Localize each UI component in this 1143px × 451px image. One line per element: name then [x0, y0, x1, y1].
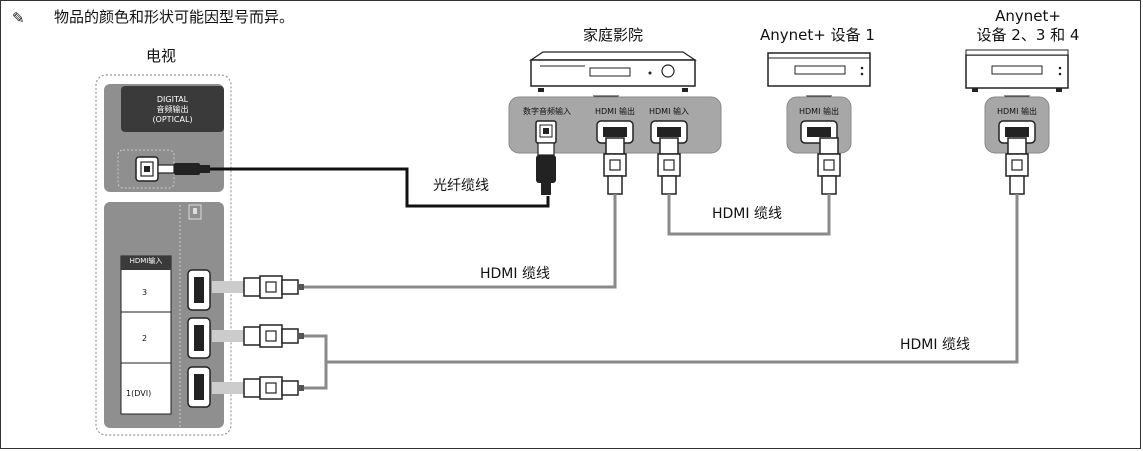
tv-hdmi-port-3-label: 3 — [142, 288, 148, 297]
tv-hdmi-socket-1 — [187, 366, 211, 408]
tv-outline — [95, 74, 232, 436]
home-theater-title: 家庭影院 — [583, 26, 644, 44]
hdmi-cable-label-c: HDMI 缆线 — [900, 337, 970, 353]
optical-cable — [157, 142, 556, 208]
hdmi-cable-label-b: HDMI 缆线 — [480, 266, 550, 282]
anynet1-title: Anynet+ 设备 1 — [760, 26, 875, 44]
tv-hdmi-port-1-label: 1(DVI) — [126, 389, 152, 398]
anynet234-title-line2: 设备 2、3 和 4 — [976, 26, 1080, 44]
tv-optical-label-line2: 音频输出 — [156, 105, 189, 114]
ht-port-hdmi-out-label: HDMI 输出 — [595, 107, 635, 116]
anynet234-title-line1: Anynet+ — [995, 7, 1061, 25]
hdmi-cable-anynet1 — [657, 137, 841, 236]
tv-hdmi-socket-2 — [187, 317, 211, 359]
ht-port-hdmi-in-label: HDMI 输入 — [649, 107, 689, 116]
tv-optical-label-line1: DIGITAL — [156, 95, 189, 104]
anynet234-device — [965, 49, 1069, 92]
tv-optical-label-box — [121, 86, 224, 132]
anynet1-device — [767, 52, 871, 87]
home-theater-device — [529, 51, 697, 92]
anynet1-port-label: HDMI 输出 — [799, 107, 839, 116]
tv-hdmi-port-2-label: 2 — [142, 334, 148, 343]
hdmi-cable-tv3 — [212, 137, 627, 299]
note-text: 物品的颜色和形状可能因型号而异。 — [54, 8, 295, 26]
tv-title: 电视 — [146, 47, 177, 65]
tv-hdmi-panel-title: HDMI输入 — [129, 257, 163, 265]
ht-port-optical-in-label: 数字音频输入 — [523, 107, 571, 116]
anynet234-port-label: HDMI 输出 — [997, 107, 1037, 116]
hdmi-cable-label-a: HDMI 缆线 — [712, 206, 782, 222]
note-pencil-icon: ✎ — [12, 9, 25, 27]
tv-optical-label-line3: (OPTICAL) — [152, 115, 193, 124]
optical-cable-label: 光纤缆线 — [433, 178, 489, 194]
hdmi-cable-anynet234 — [212, 137, 1029, 400]
tv-hdmi-socket-3 — [187, 269, 211, 311]
